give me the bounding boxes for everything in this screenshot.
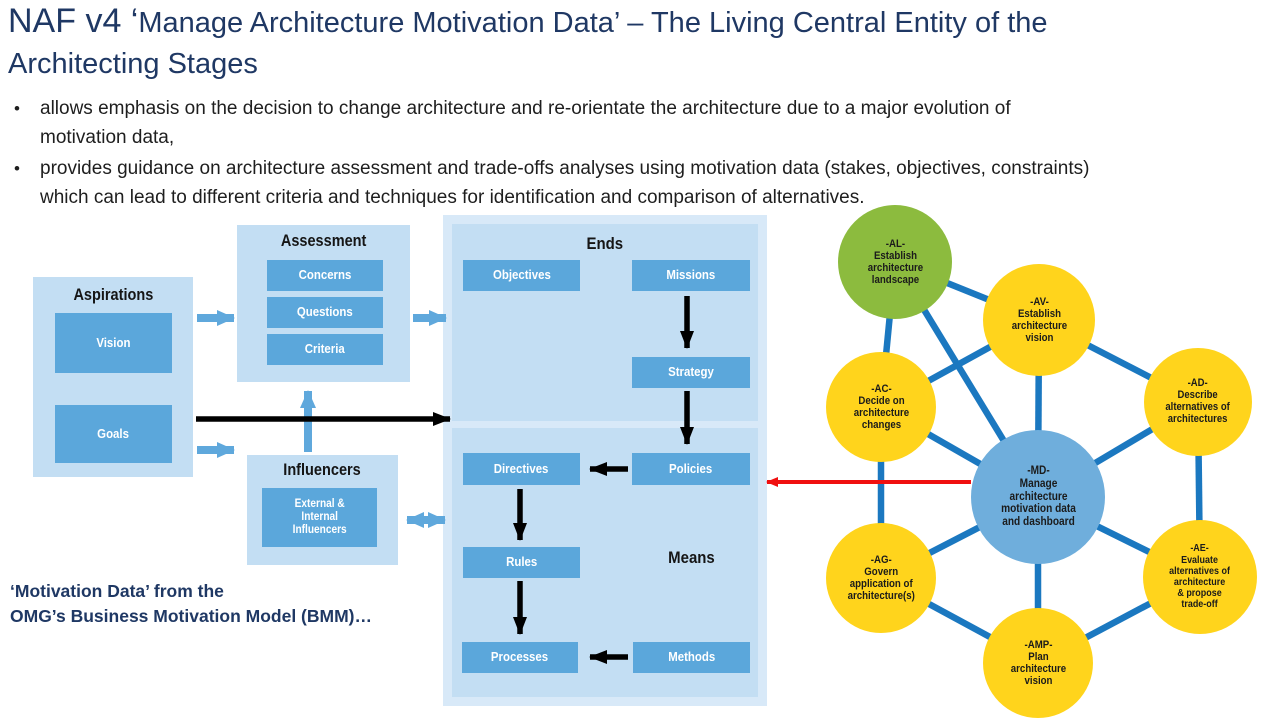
- bullet-text-1: allows emphasis on the decision to chang…: [40, 98, 1011, 148]
- ends-panel: Ends Objectives Missions Strategy: [452, 224, 758, 421]
- rules-box: Rules: [463, 547, 580, 578]
- node-al-establish-architecture-landscape: -AL- Establish architecture landscape: [838, 205, 952, 319]
- node-md-manage-architecture-motivation-data: -MD- Manage architecture motivation data…: [971, 430, 1105, 564]
- bullet-marker: •: [14, 159, 20, 178]
- influencers-title: Influencers: [283, 461, 362, 479]
- node-ag-govern-application-of-architectures: -AG- Govern application of architecture(…: [826, 523, 936, 633]
- bullet-item-2: • provides guidance on architecture asse…: [14, 154, 1266, 212]
- concerns-box: Concerns: [267, 260, 383, 291]
- node-ad-describe-alternatives-of-architectures: -AD- Describe alternatives of architectu…: [1144, 348, 1252, 456]
- aspirations-title: Aspirations: [73, 286, 153, 304]
- objectives-box: Objectives: [463, 260, 580, 291]
- methods-box: Methods: [633, 642, 750, 673]
- slide-title-line2: Architecting Stages: [8, 48, 258, 80]
- bmm-caption: ‘Motivation Data’ from the OMG’s Busines…: [10, 581, 372, 626]
- node-ac-decide-on-architecture-changes: -AC- Decide on architecture changes: [826, 352, 936, 462]
- title-rest: Manage Architecture Motivation Data’ – T…: [138, 7, 1048, 39]
- ends-title: Ends: [586, 234, 624, 253]
- bullet-list: • allows emphasis on the decision to cha…: [14, 94, 1266, 214]
- missions-box: Missions: [632, 260, 750, 291]
- directives-box: Directives: [463, 453, 580, 485]
- assessment-title: Assessment: [280, 232, 367, 250]
- bullet-item-1: • allows emphasis on the decision to cha…: [14, 94, 1266, 152]
- node-ae-evaluate-alternatives-propose-trade-off: -AE- Evaluate alternatives of architectu…: [1143, 520, 1257, 634]
- goals-box: Goals: [55, 405, 172, 463]
- vision-box: Vision: [55, 313, 172, 373]
- node-amp-plan-architecture-vision: -AMP- Plan architecture vision: [983, 608, 1093, 718]
- bullet-marker: •: [14, 99, 20, 118]
- title-prefix: NAF v4 ‘: [8, 2, 139, 40]
- bullet-text-2: provides guidance on architecture assess…: [40, 158, 1090, 208]
- external-internal-influencers-box: External & Internal Influencers: [262, 488, 377, 547]
- means-title: Means: [667, 548, 715, 567]
- means-panel: Directives Policies Means Rules Processe…: [452, 428, 758, 697]
- node-av-establish-architecture-vision: -AV- Establish architecture vision: [983, 264, 1095, 376]
- criteria-box: Criteria: [267, 334, 383, 365]
- strategy-box: Strategy: [632, 357, 750, 388]
- policies-box: Policies: [632, 453, 750, 485]
- slide-title-line1: NAF v4 ‘Manage Architecture Motivation D…: [8, 2, 1048, 41]
- influencers-panel: Influencers External & Internal Influenc…: [247, 455, 398, 565]
- assessment-panel: Assessment Concerns Questions Criteria: [237, 225, 410, 382]
- aspirations-panel: Aspirations Vision Goals: [33, 277, 193, 477]
- processes-box: Processes: [462, 642, 578, 673]
- questions-box: Questions: [267, 297, 383, 328]
